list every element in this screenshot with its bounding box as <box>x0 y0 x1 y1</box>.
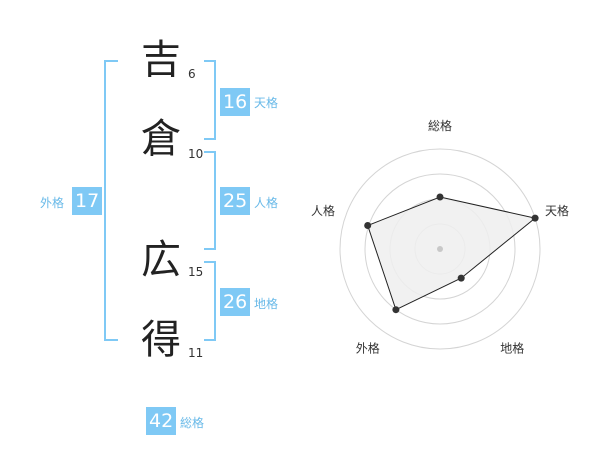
radar-point <box>531 214 539 222</box>
gaikaku-badge: 17 <box>72 187 103 215</box>
chikaku-label: 地格 <box>254 297 279 311</box>
name-char-1: 吉 <box>141 37 181 83</box>
radar-ring <box>339 148 541 350</box>
chikaku-bracket <box>204 261 216 341</box>
soukaku-label: 総格 <box>180 416 205 430</box>
radar-axis-label: 地格 <box>500 341 524 356</box>
radar-point <box>436 193 444 201</box>
radar-axis-label: 天格 <box>545 203 569 218</box>
name-char-2: 倉 <box>141 116 181 162</box>
stroke-count-1: 6 <box>188 67 196 81</box>
jinkaku-label: 人格 <box>254 196 279 210</box>
soukaku-badge: 42 <box>146 407 177 435</box>
radar-center-dot <box>437 246 443 252</box>
radar-point <box>392 306 400 314</box>
chikaku-badge: 26 <box>220 288 251 316</box>
stroke-count-3: 15 <box>188 265 204 279</box>
tenkaku-badge: 16 <box>220 88 251 116</box>
name-char-3: 広 <box>141 237 181 283</box>
radar-ring <box>364 173 516 325</box>
jinkaku-badge: 25 <box>220 187 251 215</box>
stroke-count-2: 10 <box>188 147 204 161</box>
radar-point <box>457 274 465 282</box>
gaikaku-label: 外格 <box>40 196 65 210</box>
gaikaku-bracket <box>104 60 118 341</box>
name-char-4: 得 <box>141 317 181 363</box>
radar-axis-label: 外格 <box>356 341 380 356</box>
stroke-count-4: 11 <box>188 346 204 360</box>
jinkaku-bracket <box>204 151 216 250</box>
radar-point <box>364 222 372 229</box>
radar-axis-label: 人格 <box>311 203 335 218</box>
radar-axis-label: 総格 <box>428 118 452 133</box>
tenkaku-bracket <box>204 60 216 140</box>
tenkaku-label: 天格 <box>254 96 279 110</box>
radar-series-area <box>367 196 537 311</box>
